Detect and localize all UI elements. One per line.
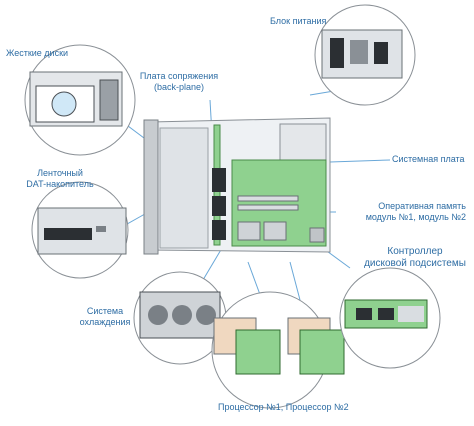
- callout-cpu2: [289, 261, 301, 301]
- label-backplane: Плата сопряжения (back-plane): [128, 71, 230, 93]
- label-ram-line2: модуль №1, модуль №2: [365, 212, 466, 222]
- zoom-processors: [211, 291, 345, 409]
- label-ram-line1: Оперативная память: [378, 201, 466, 211]
- zoom-power-supply: [314, 4, 416, 106]
- label-tape-drive: Ленточный DAT-накопитель: [20, 168, 100, 190]
- callout-mainboard: [329, 159, 391, 163]
- label-ram: Оперативная память модуль №1, модуль №2: [334, 201, 466, 223]
- ram-module-1: [237, 195, 299, 202]
- label-controller: Контроллер дисковой подсистемы: [356, 246, 474, 270]
- label-backplane-line1: Плата сопряжения: [139, 71, 219, 81]
- label-cooling-line2: охлаждения: [79, 317, 131, 327]
- label-backplane-line2: (back-plane): [153, 82, 205, 92]
- zoom-cooling: [133, 271, 227, 365]
- label-hard-disks: Жесткие диски: [6, 48, 69, 58]
- label-cooling: Система охлаждения: [74, 306, 136, 328]
- label-power-supply: Блок питания: [270, 16, 327, 26]
- label-tape-line2: DAT-накопитель: [26, 179, 94, 189]
- label-controller-line2: дисковой подсистемы: [364, 258, 466, 269]
- label-cooling-line1: Система: [86, 306, 124, 316]
- label-mainboard: Системная плата: [392, 154, 465, 164]
- label-controller-line1: Контроллер: [387, 246, 443, 257]
- server-chassis: [143, 117, 331, 255]
- ram-module-2: [237, 204, 299, 211]
- label-processors: Процессор №1, Процессор №2: [218, 402, 349, 412]
- power-supply-unit: [279, 123, 327, 161]
- label-tape-line1: Ленточный: [37, 168, 83, 178]
- zoom-tape-drive: [31, 181, 129, 279]
- zoom-controller: [339, 267, 441, 369]
- zoom-hard-disks: [24, 44, 136, 156]
